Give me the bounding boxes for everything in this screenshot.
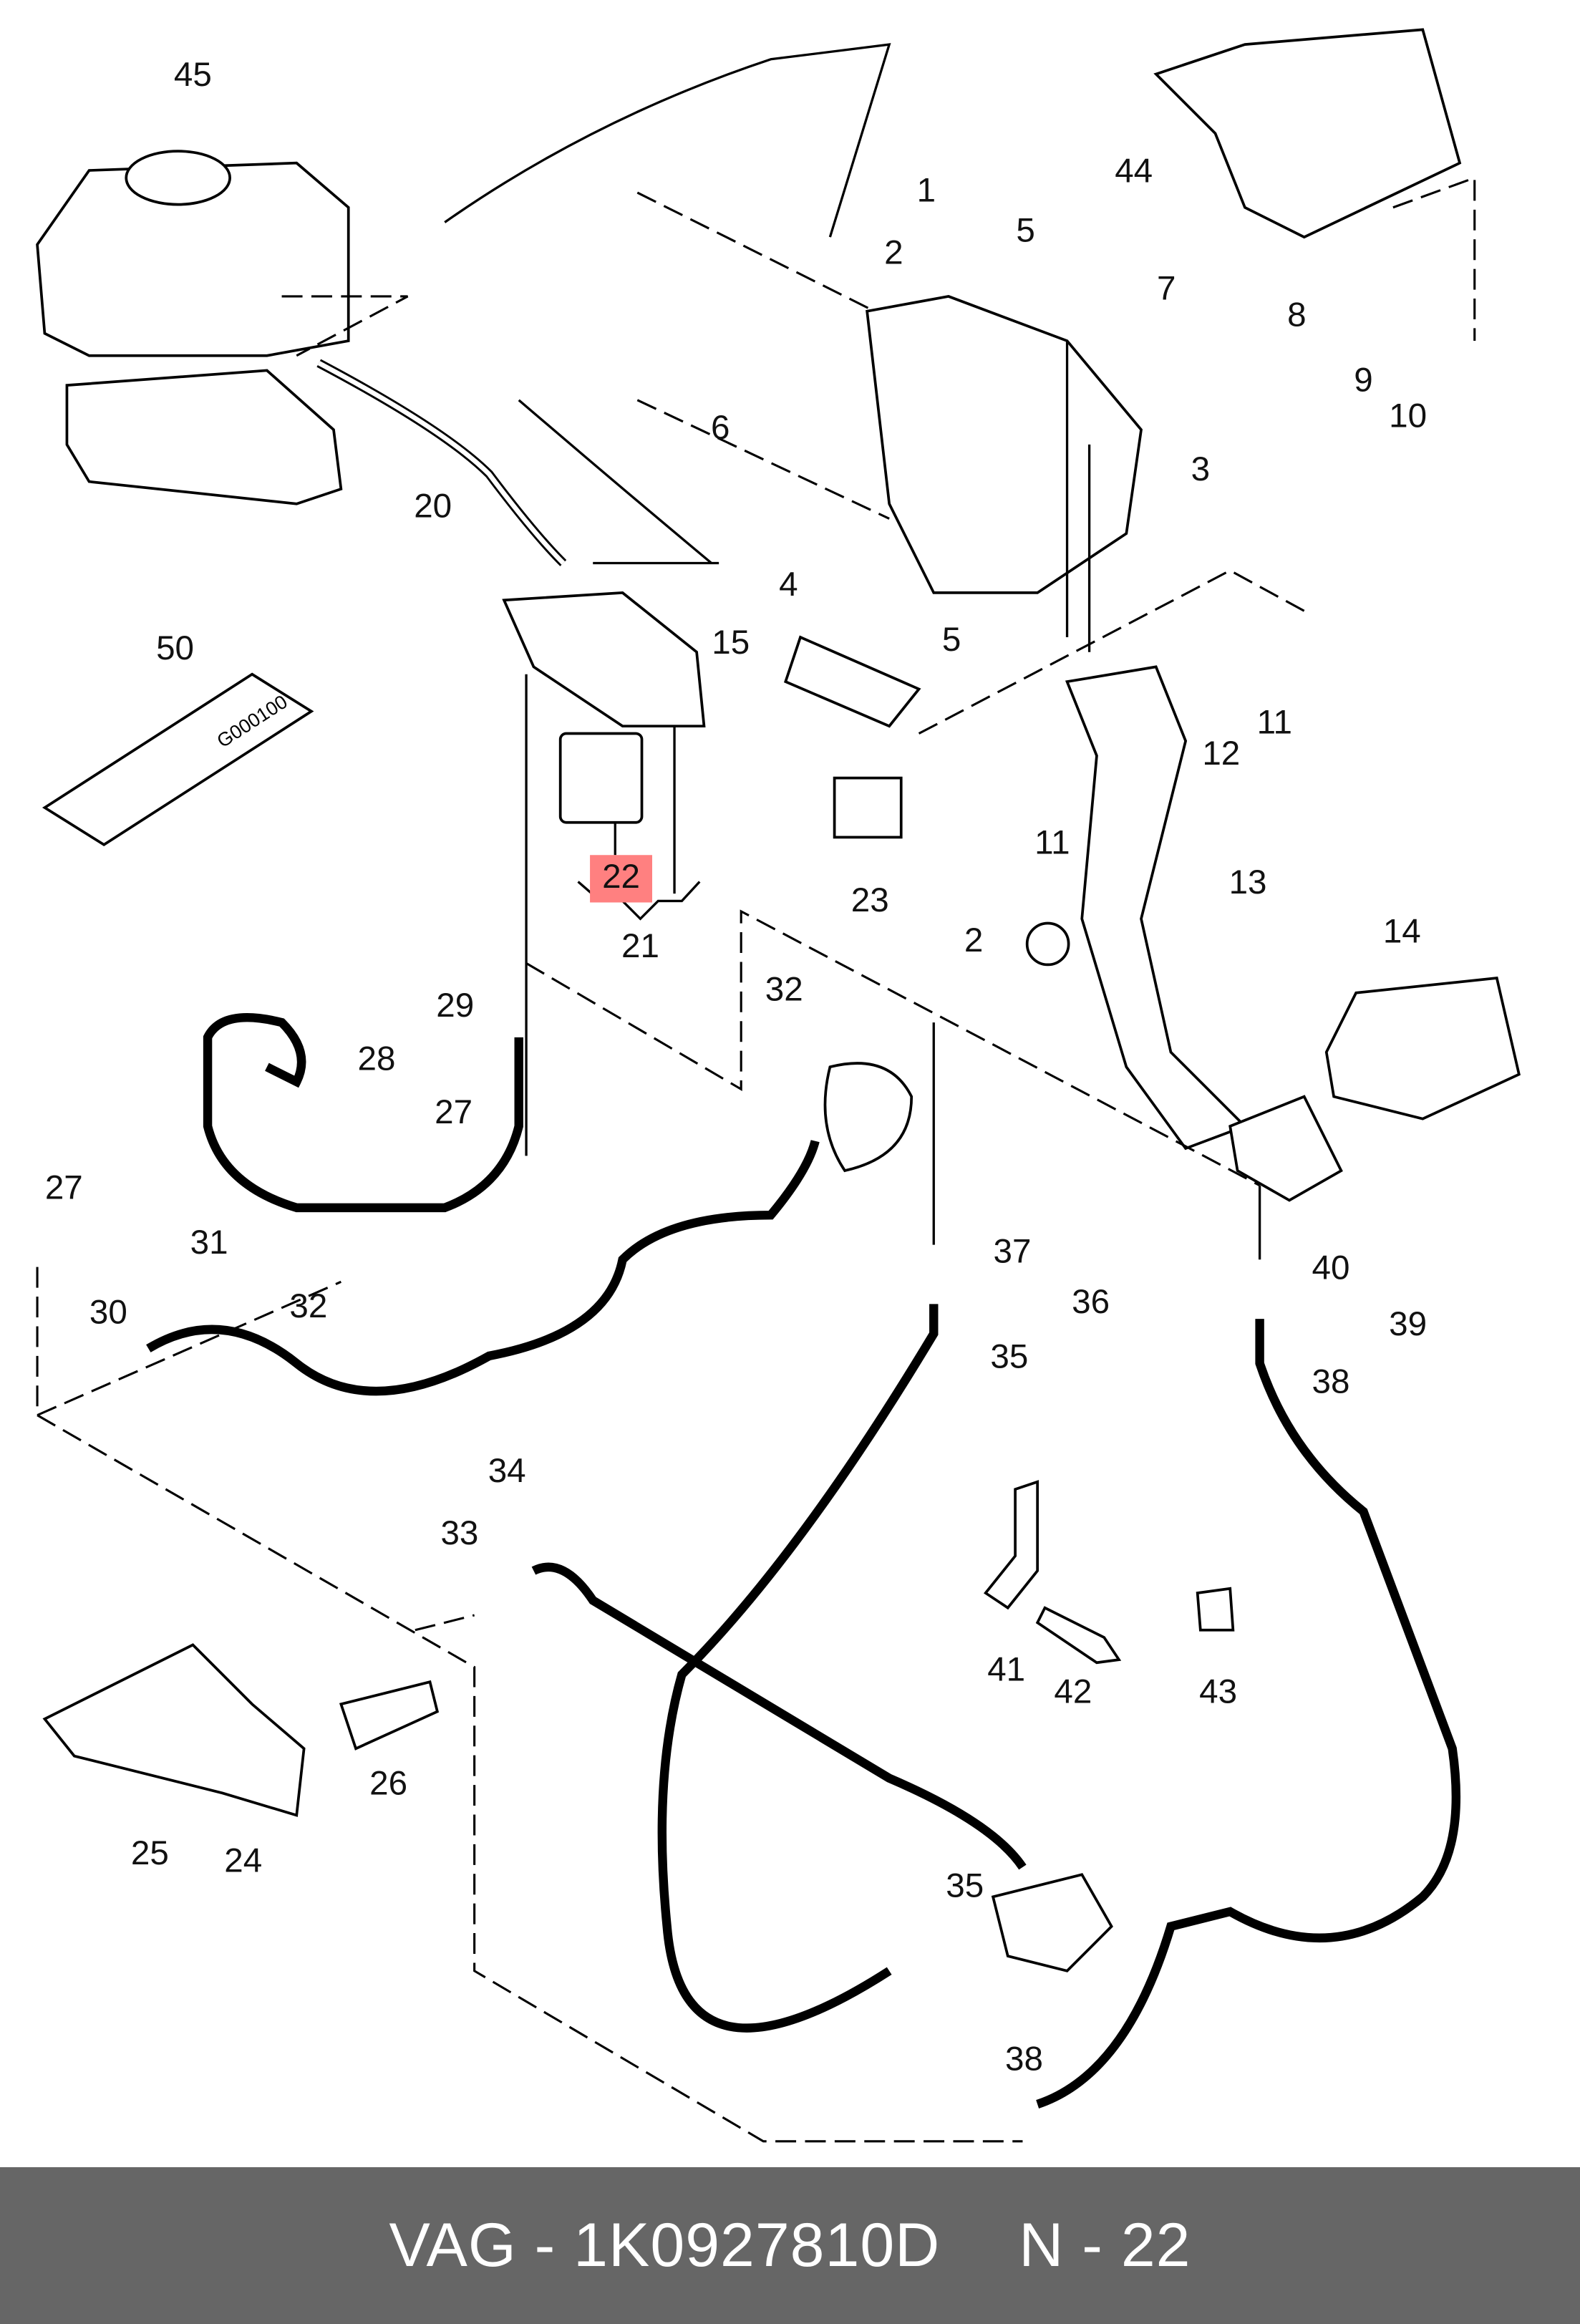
clutch-line-upper (203, 1013, 523, 1213)
dashed-guide-line (36, 1267, 1023, 2143)
footer-bar: VAG - 1K0927810D N - 22 (0, 2167, 1580, 2324)
pedal-pad (1228, 1095, 1343, 1202)
pedal-bracket (866, 295, 1143, 594)
callout-28[interactable]: 28 (358, 1040, 396, 1078)
callout-3[interactable]: 3 (1191, 450, 1210, 488)
callout-5[interactable]: 5 (1016, 212, 1034, 250)
clutch-line-39 (1036, 1319, 1461, 2108)
callout-25[interactable]: 25 (131, 1834, 169, 1872)
callout-23[interactable]: 23 (851, 881, 889, 919)
spring (783, 635, 921, 728)
callout-33[interactable]: 33 (440, 1514, 478, 1552)
bracket-bar (1065, 341, 1091, 652)
callout-45[interactable]: 45 (174, 56, 212, 94)
callout-5[interactable]: 5 (942, 621, 961, 659)
callout-11[interactable]: 11 (1257, 704, 1292, 742)
callout-20[interactable]: 20 (414, 488, 452, 526)
callout-14[interactable]: 14 (1383, 913, 1421, 951)
callout-36[interactable]: 36 (1072, 1283, 1110, 1321)
callout-34[interactable]: 34 (488, 1452, 526, 1490)
clutch-line-34 (531, 1562, 1027, 1870)
mounting-bracket (1153, 28, 1462, 239)
master-cylinder (65, 369, 343, 505)
dashed-guide-line (525, 176, 1476, 1187)
callout-35[interactable]: 35 (946, 1867, 984, 1904)
diagram-drawing (36, 28, 1521, 2143)
callout-37[interactable]: 37 (993, 1233, 1031, 1271)
highlight-box (590, 855, 653, 903)
callout-10[interactable]: 10 (1389, 397, 1427, 435)
callout-21[interactable]: 21 (621, 927, 659, 965)
clutch-line-36 (657, 1304, 939, 2033)
callout-12[interactable]: 12 (1202, 735, 1240, 773)
bolt-42 (1035, 1606, 1122, 1665)
pedal-cover (1324, 977, 1521, 1120)
supply-hose-inner (317, 361, 566, 565)
damper (823, 1062, 913, 1173)
callout-44[interactable]: 44 (1115, 152, 1153, 190)
leader-line (525, 674, 1261, 1260)
callout-42[interactable]: 42 (1054, 1672, 1092, 1710)
reservoir-cap (125, 150, 231, 206)
clip (833, 776, 903, 839)
slave-cylinder-24 (42, 1643, 306, 1817)
callout-43[interactable]: 43 (1199, 1672, 1237, 1710)
callout-2[interactable]: 2 (884, 234, 903, 272)
callout-6[interactable]: 6 (711, 409, 730, 447)
callout-13[interactable]: 13 (1229, 863, 1267, 901)
callout-27[interactable]: 27 (45, 1169, 83, 1207)
callout-7[interactable]: 7 (1157, 269, 1176, 307)
bulkhead-outline (444, 43, 891, 565)
callout-27[interactable]: 27 (435, 1093, 472, 1131)
callout-32[interactable]: 32 (765, 970, 803, 1008)
callout-8[interactable]: 8 (1287, 296, 1306, 334)
callout-2[interactable]: 2 (964, 921, 983, 959)
callout-26[interactable]: 26 (369, 1765, 407, 1803)
clutch-line-31 (146, 1140, 820, 1396)
callout-22[interactable]: 22 (602, 858, 640, 896)
slave-cylinder (991, 1873, 1113, 1972)
clip-43 (1196, 1587, 1235, 1632)
callout-32[interactable]: 32 (289, 1287, 327, 1325)
callout-40[interactable]: 40 (1312, 1249, 1349, 1287)
t-piece (339, 1680, 440, 1751)
clutch-pedal-sensor (558, 732, 644, 824)
grease-tube (42, 672, 314, 846)
dashed-guide-line (281, 191, 890, 520)
bracket-41 (983, 1480, 1039, 1610)
callout-9[interactable]: 9 (1354, 362, 1372, 400)
callout-1[interactable]: 1 (917, 172, 936, 210)
callout-39[interactable]: 39 (1389, 1305, 1427, 1343)
part-number: VAG - 1K0927810D (389, 2211, 941, 2280)
diagram-position: N - 22 (1019, 2211, 1191, 2280)
callout-29[interactable]: 29 (436, 987, 474, 1025)
stop-buffer-2 (1025, 921, 1070, 967)
callout-15[interactable]: 15 (712, 624, 750, 662)
callout-35[interactable]: 35 (990, 1338, 1028, 1376)
callout-38[interactable]: 38 (1005, 2040, 1043, 2078)
callout-38[interactable]: 38 (1312, 1363, 1349, 1401)
callout-4[interactable]: 4 (779, 566, 798, 604)
callout-50[interactable]: 50 (156, 629, 194, 667)
callout-41[interactable]: 41 (987, 1650, 1025, 1688)
callout-30[interactable]: 30 (89, 1293, 127, 1331)
supply-hose (316, 359, 567, 566)
callout-31[interactable]: 31 (190, 1224, 228, 1262)
callout-24[interactable]: 24 (224, 1841, 262, 1879)
callout-11[interactable]: 11 (1034, 823, 1070, 861)
clutch-master-cylinder (502, 591, 706, 728)
